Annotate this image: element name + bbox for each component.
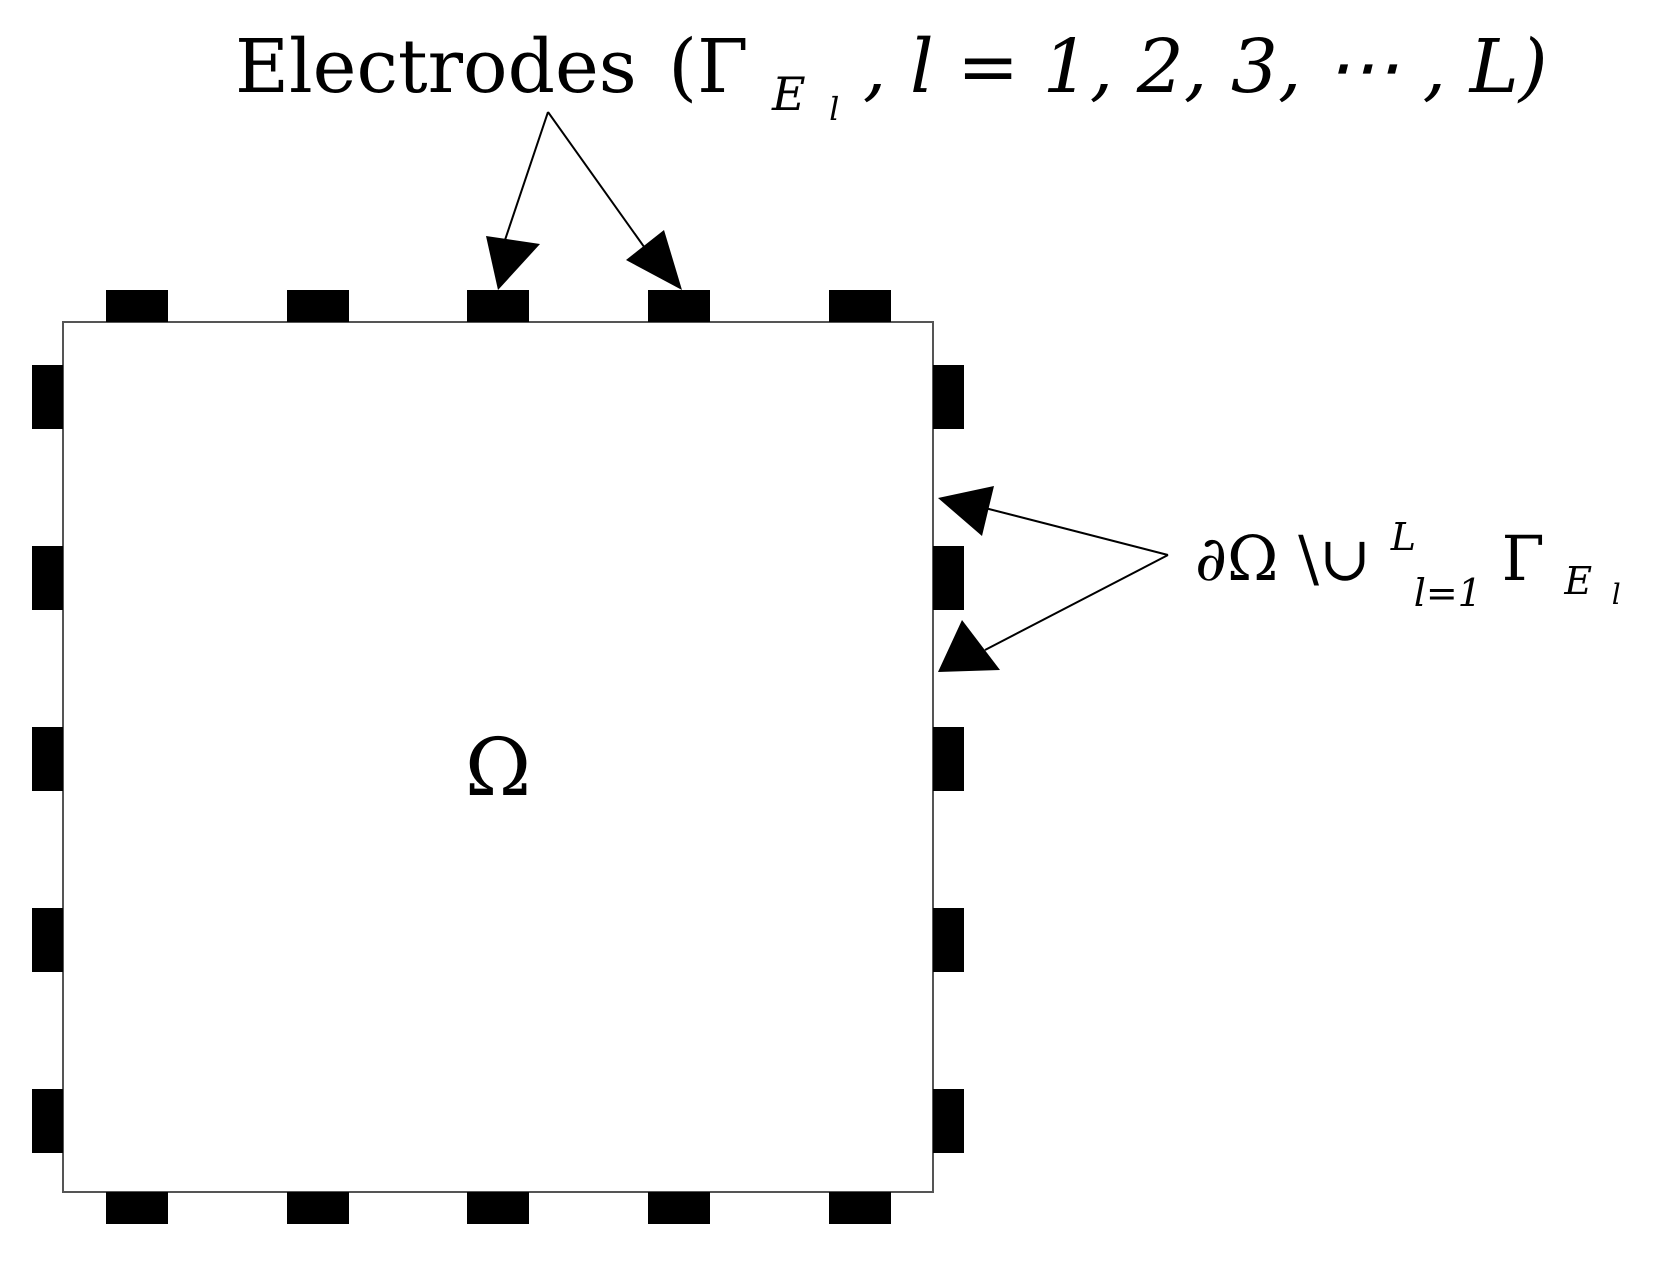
electrode-top-2 bbox=[287, 290, 349, 322]
boundary-gap-label: ∂Ω \∪ L l=1 Γ E l bbox=[1195, 492, 1621, 621]
boundary-gap-gamma: Γ bbox=[1502, 522, 1545, 595]
arrowhead-top-electrode-3 bbox=[486, 236, 540, 290]
arrow-to-top-electrode-4 bbox=[547, 111, 653, 259]
electrode-top-4 bbox=[648, 290, 710, 322]
boundary-gap-sup: L bbox=[1390, 515, 1416, 559]
electrode-top-5 bbox=[829, 290, 891, 322]
electrode-left-3 bbox=[32, 727, 63, 791]
arrowhead-upper-gap bbox=[938, 486, 994, 536]
arrow-to-lower-gap bbox=[984, 554, 1169, 651]
electrode-bottom-3 bbox=[467, 1192, 529, 1224]
electrodes-bottom bbox=[106, 1192, 891, 1224]
electrode-arrows bbox=[486, 111, 682, 290]
electrodes-right bbox=[933, 365, 964, 1153]
electrode-bottom-5 bbox=[829, 1192, 891, 1224]
electrodes-left bbox=[32, 365, 63, 1153]
electrode-right-1 bbox=[933, 365, 964, 429]
domain-boundary bbox=[62, 321, 934, 1193]
electrode-right-5 bbox=[933, 1089, 964, 1153]
arrow-to-top-electrode-3 bbox=[504, 111, 549, 241]
electrodes-sub-e: E bbox=[771, 67, 806, 121]
electrode-bottom-4 bbox=[648, 1192, 710, 1224]
domain-omega-label: Ω bbox=[465, 721, 531, 814]
electrode-bottom-1 bbox=[106, 1192, 168, 1224]
electrodes-label: Electrodes (Γ E l , l = 1, 2, 3, ⋯ , L) bbox=[235, 24, 1548, 138]
electrodes-word: Electrodes bbox=[235, 24, 637, 110]
electrode-bottom-2 bbox=[287, 1192, 349, 1224]
electrodes-open-gamma: (Γ bbox=[668, 24, 748, 110]
electrodes-index-range: , l = 1, 2, 3, ⋯ , L) bbox=[863, 24, 1548, 110]
electrodes-subsub-l: l bbox=[829, 90, 839, 128]
boundary-gap-gsub: E bbox=[1563, 559, 1592, 603]
electrode-left-2 bbox=[32, 546, 63, 610]
electrode-right-3 bbox=[933, 727, 964, 791]
boundary-gap-main: ∂Ω \∪ bbox=[1195, 522, 1371, 595]
electrode-left-1 bbox=[32, 365, 63, 429]
electrode-right-4 bbox=[933, 908, 964, 972]
electrode-left-5 bbox=[32, 1089, 63, 1153]
arrow-to-upper-gap bbox=[984, 507, 1169, 556]
arrowhead-top-electrode-4 bbox=[626, 230, 682, 290]
boundary-gap-gsubsub: l bbox=[1612, 578, 1621, 611]
boundary-gap-sub: l=1 bbox=[1414, 571, 1482, 615]
arrowhead-lower-gap bbox=[938, 620, 1000, 672]
electrodes-top bbox=[106, 290, 891, 322]
electrode-right-2 bbox=[933, 546, 964, 610]
electrode-top-1 bbox=[106, 290, 168, 322]
electrode-left-4 bbox=[32, 908, 63, 972]
boundary-gap-arrows bbox=[938, 486, 1169, 672]
electrode-top-3 bbox=[467, 290, 529, 322]
